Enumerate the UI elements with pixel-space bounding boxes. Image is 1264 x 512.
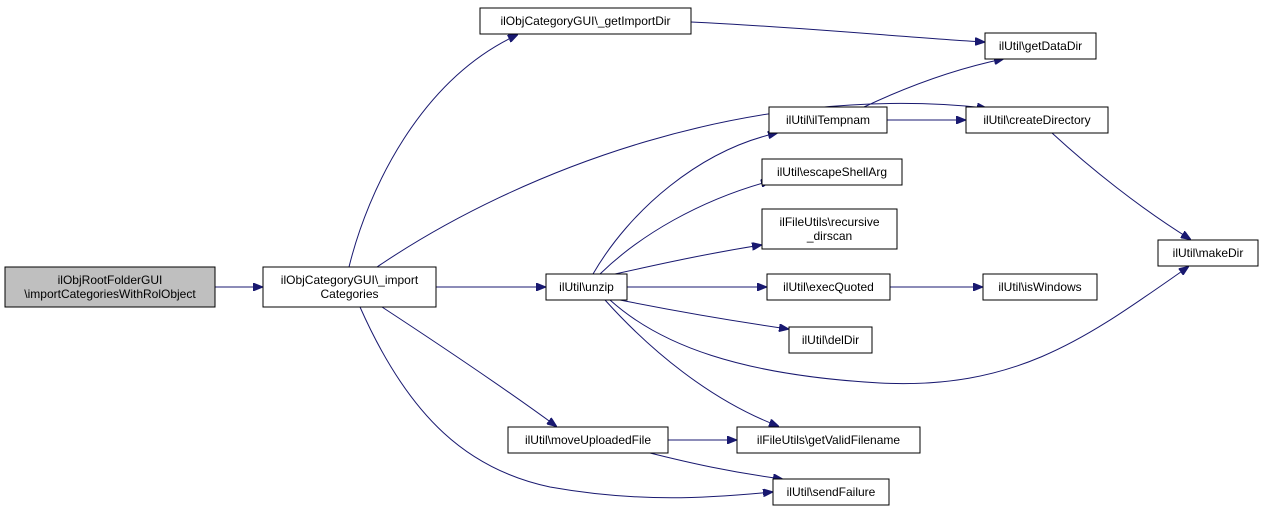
- node-delDir[interactable]: ilUtil\delDir: [788, 326, 873, 354]
- node-label: _dirscan: [806, 229, 852, 243]
- node-box: [761, 208, 898, 250]
- edge-createDirectory-to-makeDir: [1051, 132, 1190, 239]
- edge-line: [599, 181, 770, 275]
- node-box: [768, 106, 888, 134]
- node-label: ilUtil\escapeShellArg: [777, 165, 887, 179]
- node-label: ilUtil\delDir: [802, 333, 859, 347]
- node-escapeShellArg[interactable]: ilUtil\escapeShellArg: [761, 158, 903, 186]
- node-box: [772, 478, 890, 506]
- node-box: [788, 326, 873, 354]
- node-box: [965, 106, 1109, 134]
- node-label: ilObjRootFolderGUI: [58, 273, 163, 287]
- edge-getImportDir-to-getDataDir: [690, 21, 984, 42]
- edge-line: [376, 102, 986, 268]
- node-root[interactable]: ilObjRootFolderGUI\importCategoriesWithR…: [4, 266, 216, 308]
- node-label: ilUtil\isWindows: [998, 280, 1081, 294]
- edge-line: [359, 306, 772, 499]
- node-moveUploadedFile[interactable]: ilUtil\moveUploadedFile: [507, 426, 669, 454]
- edge-line: [614, 245, 761, 275]
- node-box: [736, 426, 921, 454]
- edge-ilTempnam-to-getDataDir: [863, 59, 1003, 108]
- edge-line: [604, 299, 778, 426]
- edge-line: [649, 452, 782, 479]
- node-box: [1157, 239, 1259, 267]
- node-label: ilUtil\moveUploadedFile: [525, 433, 651, 447]
- node-label: ilUtil\sendFailure: [787, 485, 876, 499]
- edge-line: [592, 133, 777, 275]
- edge-importCategories-to-sendFailure: [359, 306, 772, 499]
- edge-unzip-to-recursiveDirscan: [614, 245, 761, 275]
- node-label: ilFileUtils\getValidFilename: [757, 433, 900, 447]
- node-label: ilUtil\execQuoted: [783, 280, 874, 294]
- node-box: [984, 32, 1097, 60]
- node-sendFailure[interactable]: ilUtil\sendFailure: [772, 478, 890, 506]
- edge-line: [619, 299, 788, 329]
- node-box: [507, 426, 669, 454]
- node-label: ilObjCategoryGUI\_getImportDir: [500, 14, 670, 28]
- node-isWindows[interactable]: ilUtil\isWindows: [982, 273, 1098, 301]
- node-box: [761, 158, 903, 186]
- edge-moveUploadedFile-to-sendFailure: [649, 452, 782, 479]
- edge-line: [863, 59, 1003, 108]
- node-makeDir[interactable]: ilUtil\makeDir: [1157, 239, 1259, 267]
- edge-importCategories-to-createDirectory: [376, 102, 986, 268]
- node-getImportDir[interactable]: ilObjCategoryGUI\_getImportDir: [479, 7, 692, 35]
- edge-unzip-to-delDir: [619, 299, 788, 329]
- node-ilTempnam[interactable]: ilUtil\ilTempnam: [768, 106, 888, 134]
- edge-importCategories-to-getImportDir: [348, 35, 517, 268]
- node-box: [766, 273, 891, 301]
- node-label: ilUtil\getDataDir: [999, 39, 1082, 53]
- node-label: ilFileUtils\recursive: [779, 215, 879, 229]
- node-getDataDir[interactable]: ilUtil\getDataDir: [984, 32, 1097, 60]
- node-box: [4, 266, 216, 308]
- node-label: ilUtil\ilTempnam: [786, 113, 870, 127]
- edge-line: [1051, 132, 1190, 239]
- edge-line: [348, 35, 517, 268]
- node-createDirectory[interactable]: ilUtil\createDirectory: [965, 106, 1109, 134]
- node-execQuoted[interactable]: ilUtil\execQuoted: [766, 273, 891, 301]
- edge-unzip-to-ilTempnam: [592, 133, 777, 275]
- node-box: [262, 266, 437, 308]
- node-importCategories[interactable]: ilObjCategoryGUI\_importCategories: [262, 266, 437, 308]
- node-unzip[interactable]: ilUtil\unzip: [545, 273, 628, 301]
- edge-unzip-to-makeDir: [609, 267, 1188, 385]
- node-getValidFilename[interactable]: ilFileUtils\getValidFilename: [736, 426, 921, 454]
- node-label: ilObjCategoryGUI\_import: [281, 273, 419, 287]
- node-box: [545, 273, 628, 301]
- edge-line: [381, 306, 556, 426]
- node-label: \importCategoriesWithRolObject: [24, 287, 196, 301]
- edge-unzip-to-escapeShellArg: [599, 181, 770, 275]
- node-label: ilUtil\makeDir: [1173, 246, 1244, 260]
- node-recursiveDirscan[interactable]: ilFileUtils\recursive_dirscan: [761, 208, 898, 250]
- edge-importCategories-to-moveUploadedFile: [381, 306, 556, 426]
- node-box: [982, 273, 1098, 301]
- node-box: [479, 7, 692, 35]
- edge-line: [690, 21, 984, 42]
- node-label: ilUtil\unzip: [559, 280, 614, 294]
- edge-line: [609, 267, 1188, 385]
- node-label: ilUtil\createDirectory: [983, 113, 1090, 127]
- node-label: Categories: [320, 287, 378, 301]
- edge-unzip-to-getValidFilename: [604, 299, 778, 426]
